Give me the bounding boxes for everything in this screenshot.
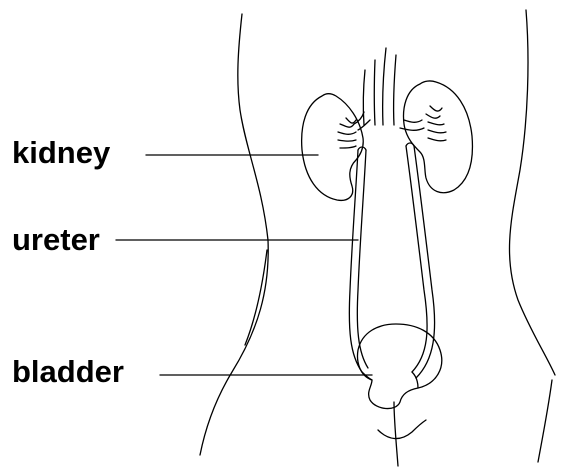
bladder (358, 324, 442, 466)
bladder-label: bladder (12, 356, 124, 387)
ureter-right (406, 143, 435, 378)
kidney-right (400, 81, 472, 193)
torso-outline (200, 10, 555, 462)
ureter-left (349, 147, 368, 372)
kidney-label: kidney (12, 137, 110, 168)
pointer-lines (116, 155, 372, 375)
ureter-label: ureter (12, 224, 100, 255)
central-vessels (363, 48, 396, 125)
